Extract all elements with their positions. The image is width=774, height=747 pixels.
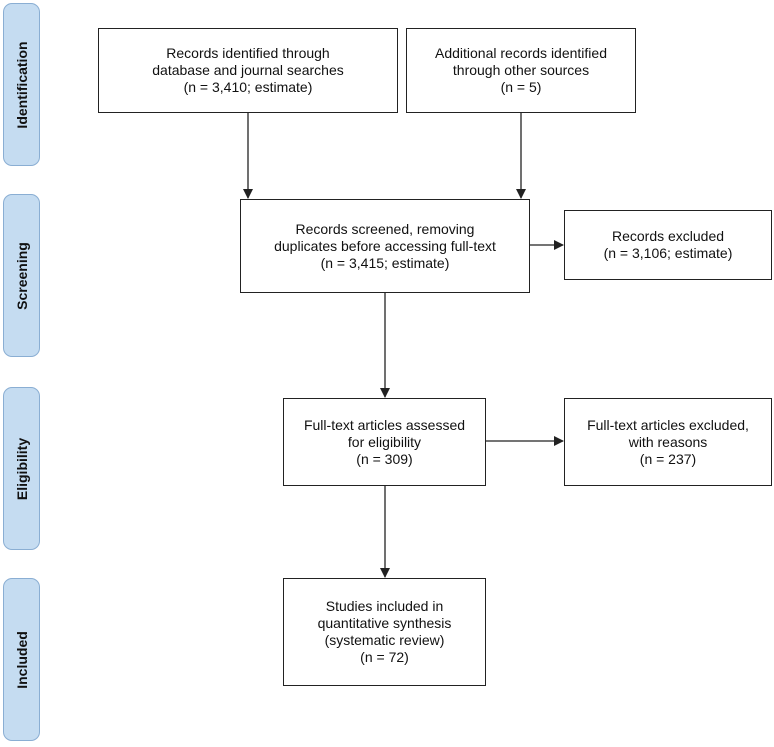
box-records-identified-line1: Records identified through: [166, 45, 330, 61]
phase-eligibility: Eligibility: [3, 387, 40, 550]
box-additional-records: Additional records identified through ot…: [406, 28, 636, 113]
phase-identification: Identification: [3, 3, 40, 166]
box-additional-records-line2: through other sources: [452, 62, 590, 78]
box-records-screened-line2: duplicates before accessing full-text: [274, 237, 496, 254]
box-studies-included: Studies included in quantitative synthes…: [283, 578, 486, 686]
box-studies-included-line1: Studies included in: [325, 598, 444, 614]
box-records-screened: Records screened, removing duplicates be…: [240, 199, 530, 293]
box-records-excluded-line1: Records excluded: [611, 228, 725, 244]
box-fulltext-assessed-line1: Full-text articles assessed: [303, 416, 466, 433]
box-fulltext-assessed-line3: (n = 309): [356, 450, 413, 467]
box-records-identified: Records identified through database and …: [98, 28, 398, 113]
box-fulltext-excluded-line2: with reasons: [628, 433, 708, 450]
box-fulltext-excluded-line3: (n = 237): [639, 450, 697, 467]
phase-screening: Screening: [3, 194, 40, 357]
box-additional-records-line3: (n = 5): [500, 79, 542, 95]
box-records-excluded-line2: (n = 3,106; estimate): [603, 245, 733, 261]
box-records-screened-line1: Records screened, removing: [295, 220, 475, 237]
box-records-identified-line3: (n = 3,410; estimate): [183, 79, 313, 95]
box-studies-included-line4: (n = 72): [360, 649, 409, 665]
box-fulltext-excluded-line1: Full-text articles excluded,: [587, 416, 749, 433]
box-studies-included-line3: (systematic review): [324, 632, 445, 648]
box-additional-records-line1: Additional records identified: [435, 45, 607, 61]
box-records-excluded: Records excluded (n = 3,106; estimate): [564, 210, 772, 280]
box-fulltext-assessed-line2: for eligibility: [347, 433, 422, 450]
box-studies-included-line2: quantitative synthesis: [317, 615, 452, 631]
box-fulltext-excluded: Full-text articles excluded, with reason…: [564, 398, 772, 486]
box-records-identified-line2: database and journal searches: [152, 62, 344, 78]
box-fulltext-assessed: Full-text articles assessed for eligibil…: [283, 398, 486, 486]
phase-included: Included: [3, 578, 40, 741]
box-records-screened-line3: (n = 3,415; estimate): [320, 254, 450, 271]
